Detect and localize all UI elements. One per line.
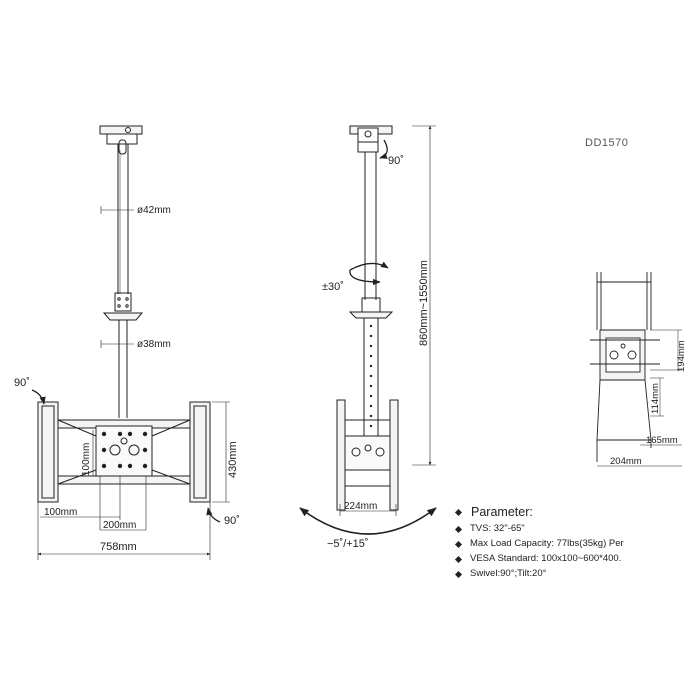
model-code: DD1570: [585, 137, 628, 149]
diamond-bullet-icon: [454, 570, 463, 578]
front-dim-pole-bottom: ø38mm: [137, 339, 171, 350]
side-view: [299, 125, 437, 535]
diamond-bullet-icon: [454, 555, 463, 563]
parameter-item-text: VESA Standard: 100x100~600*400.: [470, 553, 622, 564]
parameter-title-text: Parameter:: [471, 505, 533, 519]
front-swivel-left-label: 90˚: [14, 377, 30, 389]
front-dim-pole-top: ø42mm: [137, 205, 171, 216]
parameter-title: Parameter:: [454, 505, 696, 519]
parameter-item: Max Load Capacity: 77lbs(35kg) Per: [454, 538, 696, 550]
front-dim-plate-height: 430mm: [227, 441, 239, 478]
side-rotation-top-label: 90˚: [388, 155, 404, 167]
parameter-list: Parameter: TVS: 32"-65" Max Load Capacit…: [454, 505, 696, 580]
front-swivel-right-label: 90˚: [224, 515, 240, 527]
parameter-item: VESA Standard: 100x100~600*400.: [454, 553, 696, 565]
parameter-item-text: TVS: 32"-65": [470, 523, 525, 534]
parameter-item-text: Swivel:90°;Tilt:20°: [470, 568, 547, 579]
side-dim-height-range: 860mm~1550mm: [418, 260, 430, 346]
small-view: [590, 272, 682, 467]
diamond-bullet-icon: [454, 540, 463, 548]
parameter-item-text: Max Load Capacity: 77lbs(35kg) Per: [470, 538, 624, 549]
front-dim-vesa-width: 100mm: [44, 507, 77, 518]
parameter-item: Swivel:90°;Tilt:20°: [454, 568, 696, 580]
small-dim-114: 114mm: [650, 383, 661, 414]
side-dim-bracket-width: 224mm: [344, 501, 377, 512]
front-dim-vesa-height: 100mm: [81, 443, 92, 476]
side-tilt-range-label: −5˚/+15˚: [327, 538, 369, 550]
parameter-item: TVS: 32"-65": [454, 523, 696, 535]
front-dim-vesa-width-large: 200mm: [103, 520, 136, 531]
diamond-bullet-icon: [454, 508, 463, 516]
side-rotation-mid-label: ±30˚: [322, 281, 344, 293]
small-dim-204: 204mm: [610, 456, 642, 467]
front-view: [31, 125, 230, 560]
diamond-bullet-icon: [454, 525, 463, 533]
small-dim-165: 165mm: [646, 435, 678, 446]
small-dim-194: 194mm: [676, 340, 687, 372]
front-dim-total-width: 758mm: [100, 541, 137, 553]
